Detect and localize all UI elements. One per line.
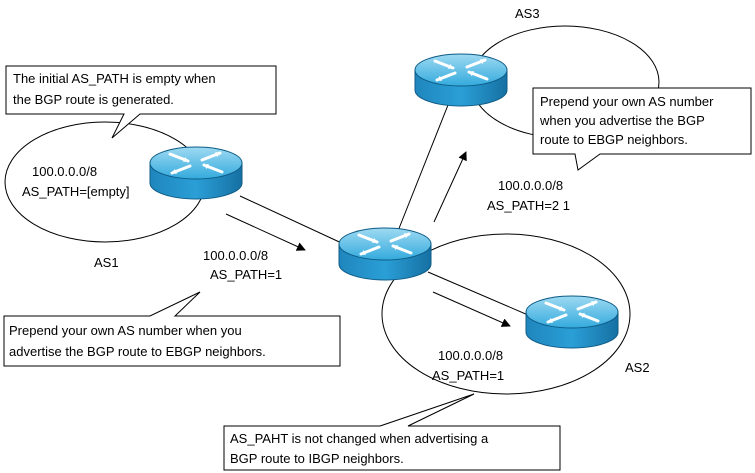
- link-center-to-as3: [395, 99, 451, 237]
- as1-route-prefix: 100.0.0.0/8: [32, 164, 97, 179]
- callout-ebgp-as3-line-2: when you advertise the BGP: [539, 113, 705, 128]
- callout-initial-line-1: The initial AS_PATH is empty when: [13, 71, 216, 86]
- as1-label: AS1: [94, 255, 119, 270]
- as3-advert-as-path: AS_PATH=2 1: [487, 198, 570, 213]
- arrow-center-to-as3: [433, 151, 467, 223]
- callout-ibgp-line-2: BGP route to IBGP neighbors.: [230, 451, 404, 466]
- as3-advert-prefix: 100.0.0.0/8: [498, 178, 563, 193]
- callout-ebgp-as3-line-1: Prepend your own AS number: [540, 94, 714, 109]
- callout-ibgp: AS_PAHT is not changed when advertising …: [223, 393, 561, 471]
- arrow-center-to-as2: [432, 291, 511, 327]
- router-icon: [149, 146, 243, 200]
- as1-advert-prefix: 100.0.0.0/8: [203, 248, 268, 263]
- as2-label: AS2: [625, 360, 650, 375]
- router-icon: [525, 295, 619, 349]
- arrow-as1-to-center: [225, 213, 306, 251]
- as3-label: AS3: [515, 6, 540, 21]
- router-icon: [338, 227, 432, 281]
- callout-initial: The initial AS_PATH is empty when the BG…: [5, 65, 277, 139]
- callout-ebgp-as3-line-3: route to EBGP neighbors.: [540, 132, 688, 147]
- as2-boundary: [381, 233, 631, 395]
- callout-ebgp-as1-line-2: advertise the BGP route to EBGP neighbor…: [9, 344, 266, 359]
- callout-ebgp-as3: Prepend your own AS number when you adve…: [532, 87, 752, 171]
- as2-advert-prefix: 100.0.0.0/8: [438, 348, 503, 363]
- callout-ebgp-as1: Prepend your own AS number when you adve…: [3, 291, 341, 367]
- router-icon: [414, 53, 508, 107]
- as1-route-as-path: AS_PATH=[empty]: [22, 184, 130, 199]
- as1-advert-as-path: AS_PATH=1: [210, 267, 282, 282]
- link-center-to-as2: [427, 271, 536, 319]
- callout-initial-line-2: the BGP route is generated.: [13, 92, 174, 107]
- as2-advert-as-path: AS_PATH=1: [432, 368, 504, 383]
- callout-ebgp-as1-line-1: Prepend your own AS number when you: [9, 323, 242, 338]
- link-as1-to-center: [239, 195, 349, 247]
- callout-ibgp-line-1: AS_PAHT is not changed when advertising …: [230, 431, 489, 446]
